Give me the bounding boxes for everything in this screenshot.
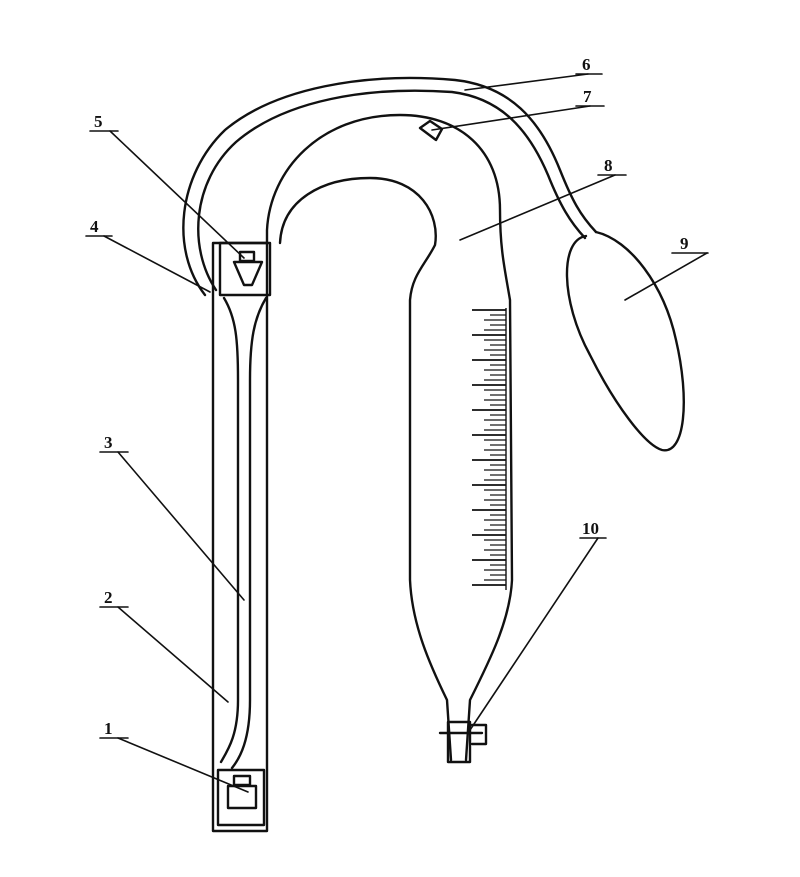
graduation-scale (472, 308, 506, 590)
left-tube-frame (213, 243, 267, 831)
inner-tube (221, 298, 238, 762)
bulb (567, 232, 684, 450)
leader-4 (104, 236, 210, 292)
label-3: 3 (104, 433, 113, 452)
outer-hose-inner-edge (198, 91, 585, 290)
label-8: 8 (604, 156, 613, 175)
leader-7 (432, 106, 590, 130)
leader-10 (470, 538, 598, 730)
leader-2 (118, 607, 228, 702)
label-9: 9 (680, 234, 689, 253)
label-7: 7 (583, 87, 592, 106)
label-2: 2 (104, 588, 113, 607)
leader-8 (460, 175, 615, 240)
vessel-outer (267, 115, 512, 760)
label-10: 10 (582, 519, 599, 538)
leader-5 (110, 131, 244, 258)
leader-6 (465, 74, 588, 90)
bottom-valve-cap (234, 776, 250, 785)
leader-3 (118, 452, 244, 600)
label-5: 5 (94, 112, 103, 131)
label-6: 6 (582, 55, 591, 74)
label-4: 4 (90, 217, 99, 236)
top-valve-cone (234, 262, 262, 285)
nozzle (420, 121, 442, 140)
vessel-inner (280, 178, 451, 760)
label-1: 1 (104, 719, 113, 738)
